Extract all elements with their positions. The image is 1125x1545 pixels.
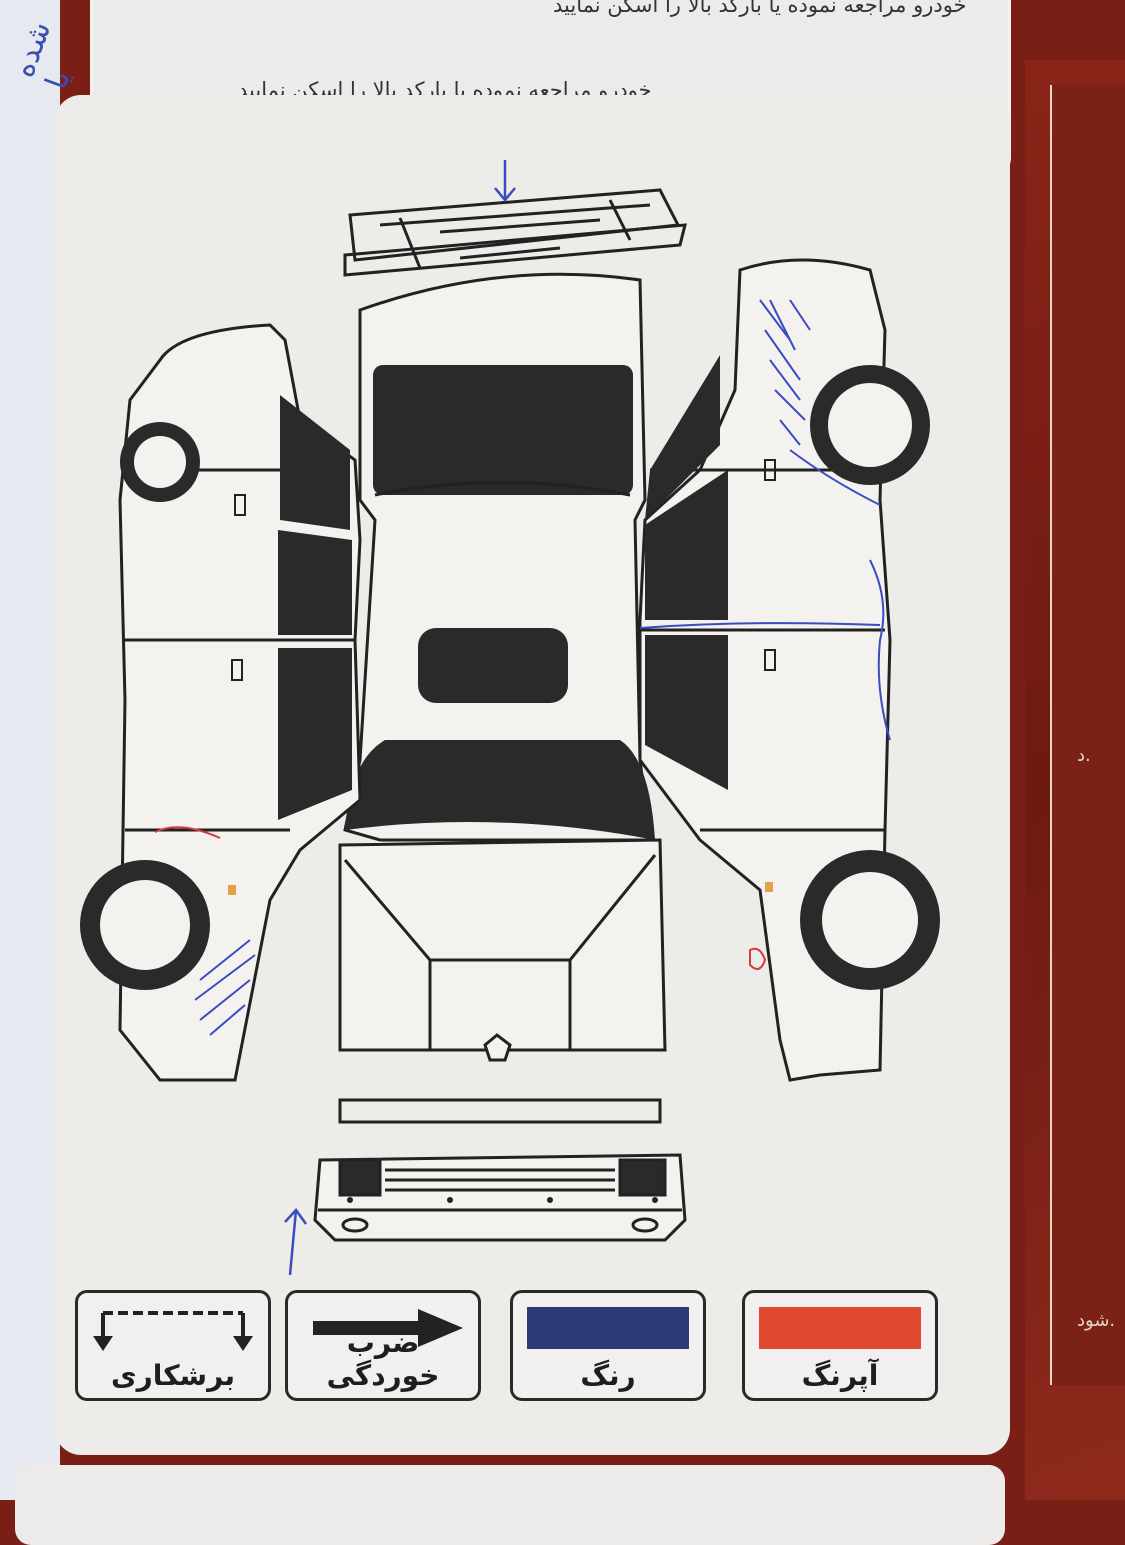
legend-label-dent: ضرب خوردگی (326, 1326, 440, 1392)
rear-window (373, 365, 633, 495)
left-margin: شده یا (0, 0, 78, 1500)
legend-label-cut: برشکاری (110, 1359, 236, 1392)
pen-marks-blue (194, 299, 891, 1036)
rear-bumper-top (343, 188, 687, 277)
paint-swatch (527, 1307, 689, 1349)
left-rear-window (280, 395, 350, 530)
front-bumper (313, 1153, 687, 1242)
legend-label-paint: رنگ (580, 1359, 636, 1392)
front-grill-bar (338, 1098, 662, 1124)
legend-label-repaint: آپرنگ (801, 1359, 879, 1392)
right-inner-panel: د. شود. (1050, 85, 1125, 1385)
right-front-door-glass (645, 635, 728, 790)
cut-arrows-icon (93, 1311, 253, 1351)
right-rear-door-glass (645, 470, 728, 620)
bottom-card (15, 1465, 1005, 1545)
right-text-1: د. (1077, 745, 1091, 766)
arrow-right-icon (313, 1309, 463, 1347)
right-rear-window (645, 355, 720, 520)
windshield (345, 740, 655, 840)
pen-marks-red (154, 826, 767, 970)
pen-arrow-top (494, 160, 516, 202)
legend-paint: رنگ (510, 1290, 706, 1401)
legend-dent: ضرب خوردگی (285, 1290, 481, 1401)
sunroof (418, 628, 568, 703)
legend-repaint: آپرنگ (742, 1290, 938, 1401)
left-rear-door-glass (278, 530, 352, 635)
right-text-2: شود. (1077, 1310, 1116, 1331)
legend-cut: برشکاری (75, 1290, 271, 1401)
car-damage-diagram (80, 160, 940, 1276)
hood (338, 838, 667, 1062)
pen-arrow-bottom (284, 1208, 308, 1276)
header-line-1: خودرو مراجعه نموده یا بارکد بالا را اسکن… (553, 0, 967, 17)
repaint-swatch (759, 1307, 921, 1349)
left-front-door-glass (278, 648, 352, 820)
